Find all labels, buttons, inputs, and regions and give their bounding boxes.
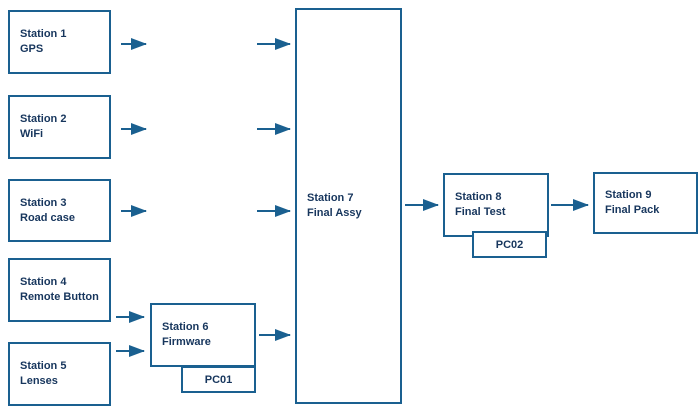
station-1-box: Station 1 GPS (8, 10, 111, 74)
station-5-title: Station 5 (20, 360, 67, 372)
station-8-box: Station 8 Final Test (443, 173, 549, 237)
station-2-subtitle: WiFi (20, 128, 44, 140)
station-4-title: Station 4 (20, 276, 67, 288)
station-9-title: Station 9 (605, 189, 652, 201)
station-7-title: Station 7 (307, 192, 354, 204)
station-1-subtitle: GPS (20, 43, 44, 55)
pc02-label: PC02 (495, 238, 524, 251)
station-9-box: Station 9 Final Pack (593, 172, 698, 234)
station-4-subtitle: Remote Button (20, 291, 99, 303)
pc01-box: PC01 (181, 366, 256, 393)
station-3-subtitle: Road case (20, 211, 76, 224)
station-8-title: Station 8 (455, 191, 502, 203)
station-8-subtitle: Final Test (455, 206, 506, 218)
station-6-subtitle: Firmware (162, 336, 211, 348)
station-6-box: Station 6 Firmware (150, 303, 256, 367)
station-7-box: Station 7 Final Assy (295, 8, 402, 404)
station-3-box: Station 3 Road case (8, 179, 111, 242)
station-5-box: Station 5 Lenses (8, 342, 111, 406)
pc01-label: PC01 (204, 373, 233, 386)
station-6-title: Station 6 (162, 321, 209, 333)
station-2-box: Station 2 WiFi (8, 95, 111, 159)
station-5-subtitle: Lenses (20, 375, 58, 387)
station-3-title: Station 3 (20, 196, 67, 209)
station-2-title: Station 2 (20, 113, 67, 125)
station-7-subtitle: Final Assy (307, 207, 362, 219)
station-4-box: Station 4 Remote Button (8, 258, 111, 322)
pc02-box: PC02 (472, 231, 547, 258)
station-1-title: Station 1 (20, 28, 67, 40)
station-9-subtitle: Final Pack (605, 204, 660, 216)
